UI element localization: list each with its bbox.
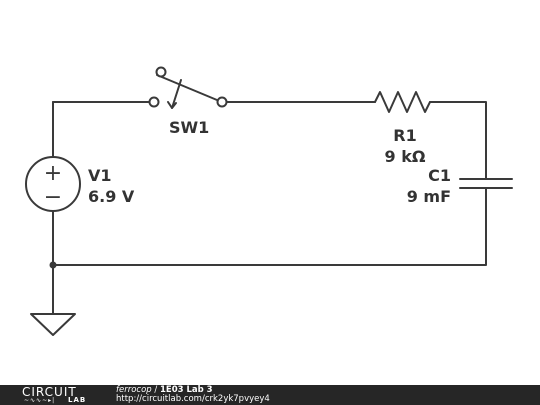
switch-terminal-right (216, 96, 228, 108)
meta-separator: / (154, 385, 158, 395)
source-plus-sign: + (44, 161, 62, 186)
wire-right-upper (429, 101, 487, 180)
source-minus-sign: − (44, 185, 62, 210)
circuit-schematic: + − SW1 R1 9 kΩ C1 9 mF V1 6.9 V (25, 66, 513, 336)
switch-label: SW1 (169, 118, 209, 137)
circuit-url[interactable]: http://circuitlab.com/crk2yk7pvyey4 (116, 394, 270, 404)
circuit-title: 1E03 Lab 3 (159, 385, 213, 395)
switch-blade (156, 74, 218, 101)
junction-node (49, 261, 57, 269)
wire-right-lower (52, 187, 487, 266)
circuit-meta: ferrocop / 1E03 Lab 3 http://circuitlab.… (116, 386, 270, 404)
footer-bar: CIRCUIT ~∿∿~▸| LAB ferrocop / 1E03 Lab 3… (0, 385, 540, 405)
meta-title-line: ferrocop / 1E03 Lab 3 (116, 386, 270, 395)
switch-terminal-left (148, 96, 160, 108)
voltage-source-v1[interactable]: + − (25, 156, 81, 212)
switch-sw1[interactable] (148, 66, 228, 109)
switch-pivot (155, 66, 167, 78)
switch-arrow (171, 79, 182, 109)
source-value: 6.9 V (88, 187, 135, 206)
ground-icon[interactable] (30, 313, 76, 336)
logo-resistor-icon: ~∿∿~▸| (24, 397, 56, 404)
capacitor-label: C1 (428, 166, 451, 185)
author-link[interactable]: ferrocop (116, 385, 152, 395)
switch-arrowhead (167, 101, 177, 109)
source-label: V1 (88, 166, 112, 185)
resistor-label: R1 (393, 126, 416, 145)
resistor-value: 9 kΩ (385, 147, 426, 166)
logo-circuit-text: CIRCUIT (22, 385, 77, 399)
capacitor-c1[interactable] (459, 178, 513, 189)
resistor-r1[interactable] (374, 91, 431, 113)
circuitlab-logo[interactable]: CIRCUIT ~∿∿~▸| LAB (22, 386, 94, 404)
capacitor-value: 9 mF (407, 187, 451, 206)
logo-lab-text: LAB (68, 396, 87, 404)
